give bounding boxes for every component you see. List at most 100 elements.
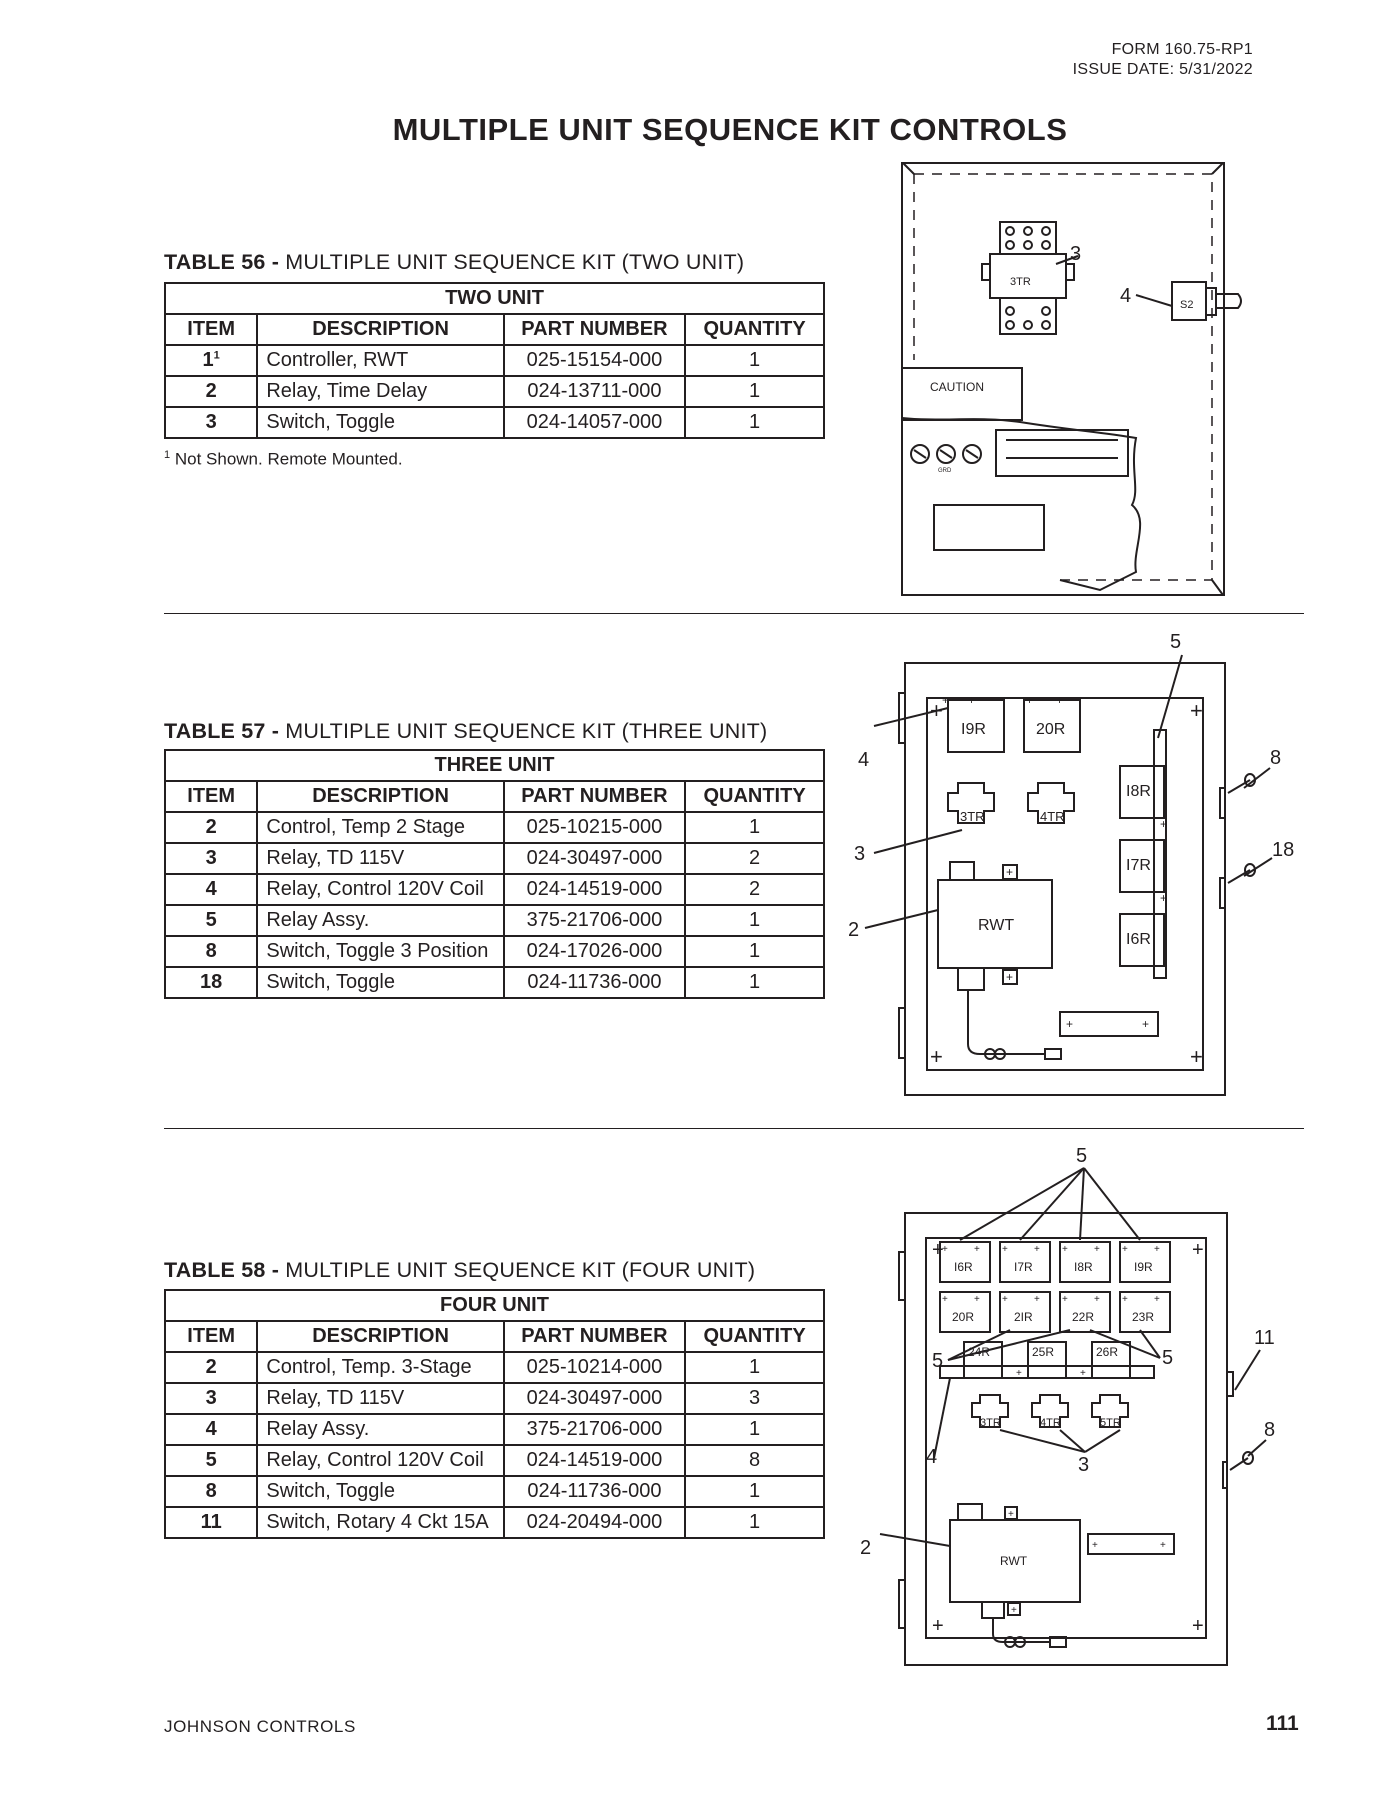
callout-4: 4 bbox=[858, 749, 869, 771]
cell-description: Relay, TD 115V bbox=[256, 1382, 505, 1415]
svg-text:+: + bbox=[1154, 1294, 1160, 1305]
table57-group: THREE UNIT bbox=[164, 749, 825, 782]
col-description: DESCRIPTION bbox=[256, 313, 505, 346]
cell-item: 4 bbox=[163, 873, 259, 906]
svg-text:+: + bbox=[1002, 1244, 1008, 1255]
col-part-number: PART NUMBER bbox=[502, 780, 687, 813]
cell-description: Relay, Control 120V Coil bbox=[256, 1444, 505, 1477]
svg-text:+: + bbox=[930, 698, 943, 723]
table-row: 11 Switch, Rotary 4 Ckt 15A 024-20494-00… bbox=[163, 1506, 825, 1539]
relay-17r bbox=[1119, 839, 1165, 893]
cell-part-number: 375-21706-000 bbox=[502, 904, 687, 937]
cell-part-number: 024-14057-000 bbox=[502, 406, 687, 439]
svg-text:+: + bbox=[1160, 817, 1167, 831]
relay-label-17r: I7R bbox=[1014, 1260, 1033, 1274]
callout-2: 2 bbox=[848, 919, 859, 941]
footer-company: JOHNSON CONTROLS bbox=[164, 1717, 356, 1736]
cell-quantity: 1 bbox=[684, 1413, 825, 1446]
table56-label: TABLE 56 - bbox=[164, 250, 280, 274]
cell-item: 2 bbox=[163, 811, 259, 844]
relay-label-16r: I6R bbox=[954, 1260, 973, 1274]
table58-caption: TABLE 58 - MULTIPLE UNIT SEQUENCE KIT (F… bbox=[164, 1258, 755, 1283]
svg-text:+: + bbox=[1034, 1294, 1040, 1305]
svg-text:+: + bbox=[1092, 1540, 1098, 1551]
table56-caption: TABLE 56 - MULTIPLE UNIT SEQUENCE KIT (T… bbox=[164, 250, 744, 275]
table56: TWO UNIT ITEM DESCRIPTION PART NUMBER QU… bbox=[163, 282, 825, 439]
td-relay-label-5tr: 5TR bbox=[1100, 1417, 1121, 1429]
cell-description: Control, Temp 2 Stage bbox=[256, 811, 505, 844]
cell-item: 5 bbox=[163, 904, 259, 937]
relay-19r bbox=[947, 699, 1005, 753]
relay-label-20r: 20R bbox=[952, 1310, 974, 1324]
col-quantity: QUANTITY bbox=[684, 313, 825, 346]
table-row: 3 Relay, TD 115V 024-30497-000 3 bbox=[163, 1382, 825, 1415]
cell-item: 4 bbox=[163, 1413, 259, 1446]
callout-3: 3 bbox=[1070, 243, 1081, 265]
cell-item: 2 bbox=[163, 375, 259, 408]
panel-enclosure bbox=[901, 162, 1225, 596]
table58-label: TABLE 58 - bbox=[164, 1258, 280, 1282]
relay-label-3tr: 3TR bbox=[1010, 276, 1031, 288]
svg-text:+: + bbox=[932, 1239, 944, 1261]
callout-4: 4 bbox=[1120, 285, 1131, 307]
cell-description: Switch, Toggle 3 Position bbox=[256, 935, 505, 968]
cell-part-number: 024-30497-000 bbox=[502, 842, 687, 875]
col-description: DESCRIPTION bbox=[256, 780, 505, 813]
svg-text:+: + bbox=[1190, 1044, 1203, 1069]
col-quantity: QUANTITY bbox=[684, 1320, 825, 1353]
relay-label-21r: 2IR bbox=[1014, 1310, 1033, 1324]
section-divider bbox=[164, 1128, 1304, 1129]
caution-label bbox=[901, 367, 1023, 421]
relay-label-19r: I9R bbox=[961, 721, 986, 738]
td-relay-label-3tr: 3TR bbox=[960, 809, 985, 824]
table-row: 2 Control, Temp 2 Stage 025-10215-000 1 bbox=[163, 811, 825, 844]
cell-item: 5 bbox=[163, 1444, 259, 1477]
relay-label-18r: I8R bbox=[1126, 783, 1151, 800]
cell-description: Relay, Time Delay bbox=[256, 375, 505, 408]
cell-item: 8 bbox=[163, 1475, 259, 1508]
cell-description: Relay Assy. bbox=[256, 904, 505, 937]
svg-text:+: + bbox=[1066, 1017, 1073, 1031]
page-title: MULTIPLE UNIT SEQUENCE KIT CONTROLS bbox=[392, 112, 1068, 147]
svg-text:+: + bbox=[1034, 1244, 1040, 1255]
cell-part-number: 024-14519-000 bbox=[502, 1444, 687, 1477]
svg-text:+: + bbox=[1192, 1615, 1204, 1637]
relay-label-17r: I7R bbox=[1126, 857, 1151, 874]
relay-label-19r: I9R bbox=[1134, 1260, 1153, 1274]
cell-description: Control, Temp. 3-Stage bbox=[256, 1351, 505, 1384]
cell-description: Switch, Rotary 4 Ckt 15A bbox=[256, 1506, 505, 1539]
table56-group: TWO UNIT bbox=[164, 282, 825, 315]
cell-part-number: 025-10215-000 bbox=[502, 811, 687, 844]
svg-text:+: + bbox=[1008, 1509, 1014, 1520]
svg-text:+: + bbox=[1154, 1244, 1160, 1255]
cell-description: Relay Assy. bbox=[256, 1413, 505, 1446]
table-row: 2 Relay, Time Delay 024-13711-000 1 bbox=[163, 375, 825, 408]
cell-quantity: 3 bbox=[684, 1382, 825, 1415]
panel-enclosure bbox=[904, 1212, 1228, 1666]
toggle-lever-icon bbox=[1206, 287, 1217, 316]
callout-5-top: 5 bbox=[1076, 1145, 1087, 1167]
td-relay-3tr bbox=[971, 1394, 1009, 1428]
controller-label-rwt: RWT bbox=[1000, 1554, 1028, 1568]
cell-item: 3 bbox=[163, 1382, 259, 1415]
svg-text:+: + bbox=[1122, 1244, 1128, 1255]
table-row: 18 Switch, Toggle 024-11736-000 1 bbox=[163, 966, 825, 999]
cell-part-number: 024-11736-000 bbox=[502, 1475, 687, 1508]
nameplate bbox=[933, 504, 1045, 551]
cell-quantity: 2 bbox=[684, 873, 825, 906]
cell-quantity: 8 bbox=[684, 1444, 825, 1477]
cell-quantity: 1 bbox=[684, 811, 825, 844]
time-delay-relay-3tr bbox=[981, 221, 1075, 335]
svg-text:+: + bbox=[942, 693, 949, 707]
table-row: 11 Controller, RWT 025-15154-000 1 bbox=[163, 344, 825, 377]
table57-label: TABLE 57 - bbox=[164, 719, 280, 743]
callout-8: 8 bbox=[1264, 1419, 1275, 1441]
callout-8: 8 bbox=[1270, 747, 1281, 769]
svg-text:+: + bbox=[1094, 1294, 1100, 1305]
svg-text:+: + bbox=[930, 1044, 943, 1069]
cell-quantity: 1 bbox=[684, 406, 825, 439]
table57-title: MULTIPLE UNIT SEQUENCE KIT (THREE UNIT) bbox=[285, 719, 768, 743]
td-relay-label-4tr: 4TR bbox=[1040, 1417, 1061, 1429]
table-row: 5 Relay Assy. 375-21706-000 1 bbox=[163, 904, 825, 937]
callout-4: 4 bbox=[926, 1446, 937, 1468]
